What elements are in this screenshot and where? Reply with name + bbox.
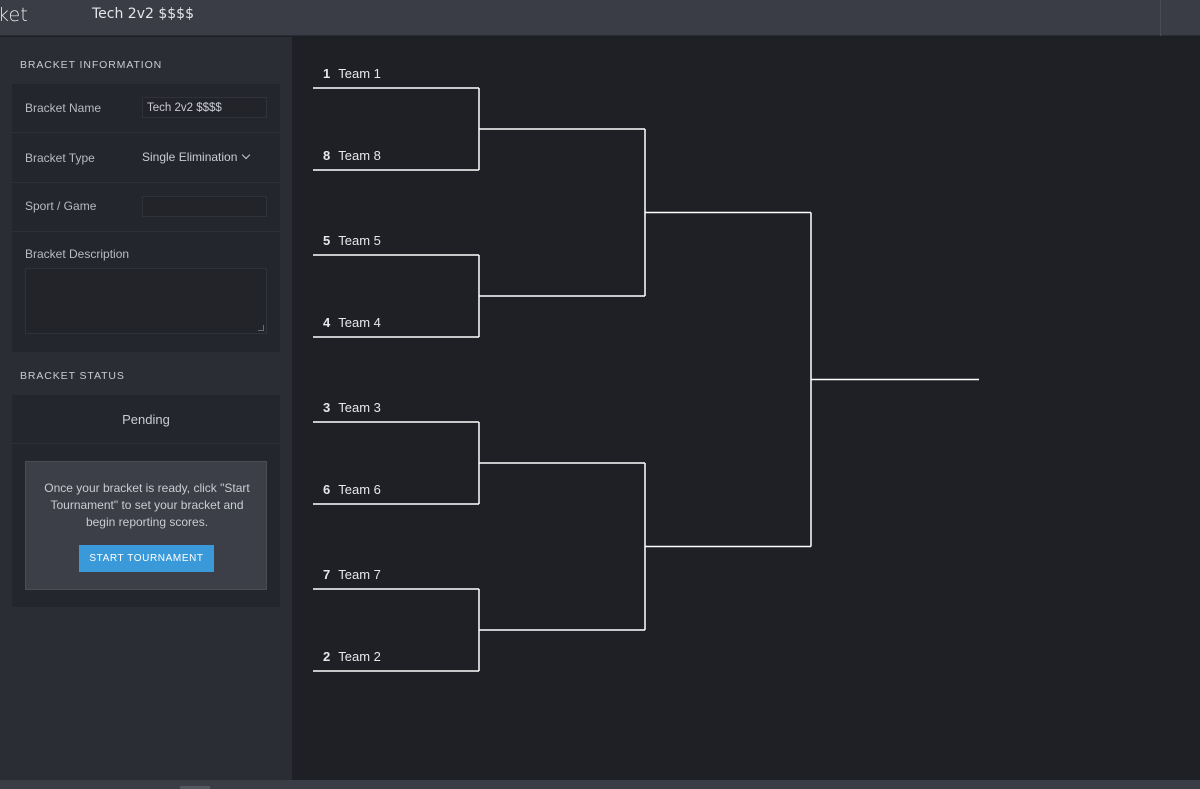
sport-label: Sport / Game xyxy=(25,199,97,213)
bracket-description-label: Bracket Description xyxy=(25,247,130,261)
bracket-status-card: Pending Once your bracket is ready, clic… xyxy=(12,395,280,607)
team-seed: 2 xyxy=(323,649,331,664)
team-entry[interactable]: 4 Team 4 xyxy=(323,315,381,330)
bracket-status-heading: BRACKET STATUS xyxy=(20,370,125,382)
bracket-description-textarea[interactable] xyxy=(25,268,267,334)
status-text: Pending xyxy=(122,412,170,427)
team-entry[interactable]: 1 Team 1 xyxy=(323,66,381,81)
team-entry[interactable]: 6 Team 6 xyxy=(323,482,381,497)
team-name: Team 3 xyxy=(338,400,381,415)
team-seed: 5 xyxy=(323,233,331,248)
team-entry[interactable]: 5 Team 5 xyxy=(323,233,381,248)
chevron-down-icon xyxy=(242,150,251,160)
topbar-divider xyxy=(1160,0,1161,36)
bottom-bar xyxy=(0,780,1200,789)
bracket-name-input[interactable] xyxy=(142,97,267,118)
team-seed: 7 xyxy=(323,567,331,582)
team-seed: 8 xyxy=(323,148,331,163)
start-tournament-button[interactable]: START TOURNAMENT xyxy=(79,545,214,572)
team-name: Team 1 xyxy=(338,66,381,81)
start-notice-text: Once your bracket is ready, click "Start… xyxy=(44,481,250,529)
app-title: ket xyxy=(0,4,29,26)
team-name: Team 8 xyxy=(338,148,381,163)
team-name: Team 2 xyxy=(338,649,381,664)
team-seed: 3 xyxy=(323,400,331,415)
bracket-type-row: Bracket Type Single Elimination xyxy=(12,133,280,183)
status-divider xyxy=(12,443,280,444)
team-name: Team 7 xyxy=(338,567,381,582)
top-bar: ket Tech 2v2 $$$$ xyxy=(0,0,1200,36)
team-entry[interactable]: 3 Team 3 xyxy=(323,400,381,415)
bracket-type-value: Single Elimination xyxy=(142,149,238,164)
sidebar: BRACKET INFORMATION Bracket Name Bracket… xyxy=(0,37,292,780)
bottom-bar-tab xyxy=(180,786,210,789)
resize-handle-icon[interactable] xyxy=(258,325,264,331)
team-seed: 6 xyxy=(323,482,331,497)
sport-input[interactable] xyxy=(142,196,267,217)
bracket-type-label: Bracket Type xyxy=(25,151,95,165)
team-seed: 1 xyxy=(323,66,331,81)
bracket-name-row: Bracket Name xyxy=(12,84,280,133)
team-entry[interactable]: 2 Team 2 xyxy=(323,649,381,664)
team-entry[interactable]: 7 Team 7 xyxy=(323,567,381,582)
bracket-information-card: Bracket Name Bracket Type Single Elimina… xyxy=(12,84,280,352)
bracket-title: Tech 2v2 $$$$ xyxy=(92,6,194,22)
team-name: Team 6 xyxy=(338,482,381,497)
start-notice-box: Once your bracket is ready, click "Start… xyxy=(25,461,267,590)
sport-row: Sport / Game xyxy=(12,183,280,232)
team-name: Team 4 xyxy=(338,315,381,330)
team-entry[interactable]: 8 Team 8 xyxy=(323,148,381,163)
bracket-name-label: Bracket Name xyxy=(25,101,102,115)
bracket-information-heading: BRACKET INFORMATION xyxy=(20,59,163,71)
bracket-type-select[interactable]: Single Elimination xyxy=(142,146,267,167)
bracket-lines xyxy=(313,87,979,672)
team-name: Team 5 xyxy=(338,233,381,248)
team-seed: 4 xyxy=(323,315,331,330)
